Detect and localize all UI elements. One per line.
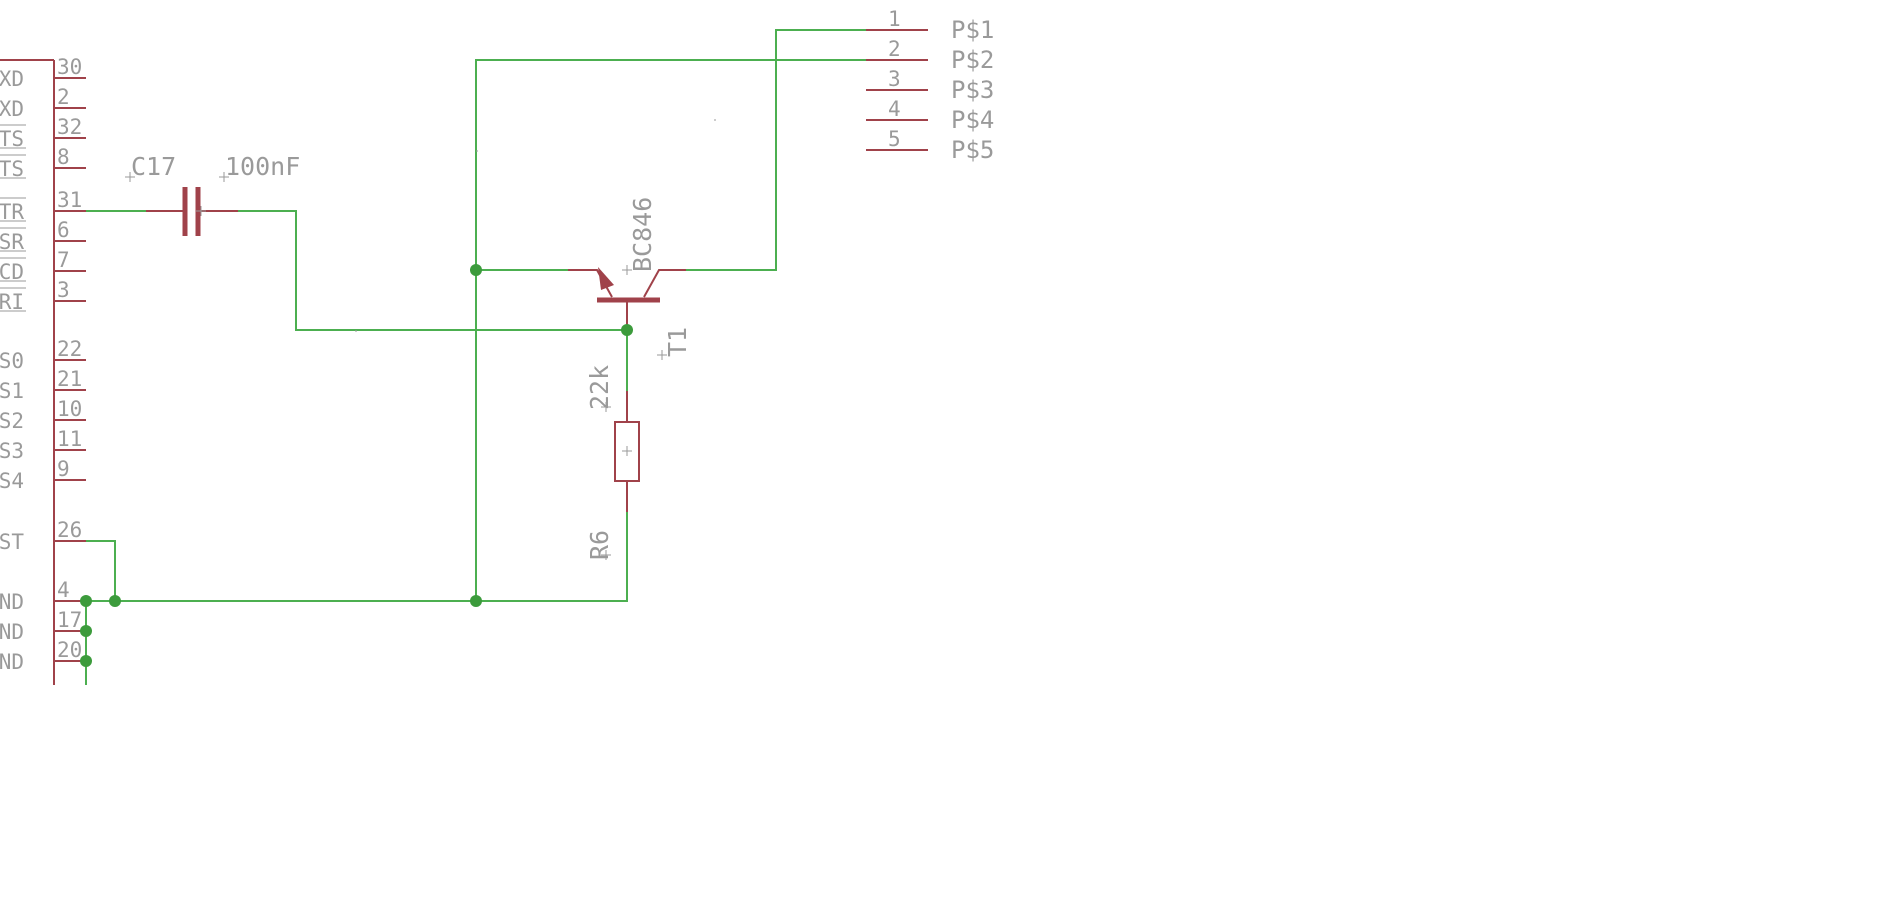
junction-gnd-rail xyxy=(470,595,482,607)
junction-base xyxy=(621,324,633,336)
junction-reset-gnd xyxy=(109,595,121,607)
t1-value-label: BC846 xyxy=(628,197,657,272)
header-pin-name: P$1 xyxy=(951,16,994,44)
ic-pin: 3RI xyxy=(0,278,86,314)
t1-emitter-arrow xyxy=(598,267,614,290)
stray-marks xyxy=(355,119,716,332)
t1-name-label: T1 xyxy=(663,327,692,357)
r6-name-label: R6 xyxy=(585,530,614,560)
header-pin: 5 P$5 xyxy=(866,127,994,164)
ic-pin-name: S4 xyxy=(0,469,24,493)
ic-pin-number: 30 xyxy=(57,55,82,79)
capacitor-c17: C17 100nF xyxy=(125,152,300,236)
header-pin-name: P$2 xyxy=(951,46,994,74)
header-connector: 1 P$1 2 P$2 3 P$3 4 P$4 5 P$5 xyxy=(866,7,994,164)
r6-value-label: 22k xyxy=(585,365,614,410)
wires xyxy=(85,29,866,685)
wire-pin26-to-gnd xyxy=(86,540,116,601)
ic-pin-number: 6 xyxy=(57,218,70,242)
ic-pin-name: TS xyxy=(0,127,24,151)
ic-pin-number: 11 xyxy=(57,427,82,451)
ic-pin-number: 7 xyxy=(57,248,70,272)
junction-emitter-rail xyxy=(470,264,482,276)
ic-pin: 9S4 xyxy=(0,457,86,493)
junction-gnd-pin4 xyxy=(80,595,92,607)
junctions xyxy=(80,264,633,667)
header-pin-number: 2 xyxy=(888,37,901,61)
header-pin: 1 P$1 xyxy=(866,7,994,44)
wire-collector-to-header-p1 xyxy=(686,29,866,271)
ic-pin-number: 21 xyxy=(57,367,82,391)
header-pins: 1 P$1 2 P$2 3 P$3 4 P$4 5 P$5 xyxy=(866,7,994,164)
ic-pin-number: 3 xyxy=(57,278,70,302)
ic-pin: 4ND xyxy=(0,578,86,614)
ic-pin-name: ST xyxy=(0,530,24,554)
ic-pin: 7CD xyxy=(0,248,86,284)
header-pin: 2 P$2 xyxy=(866,37,994,74)
header-pin-name: P$4 xyxy=(951,106,994,134)
ic-pin-name: TS xyxy=(0,157,24,181)
header-pin-name: P$5 xyxy=(951,136,994,164)
ic-symbol: 30XD2XD32TS8TS31TR6SR7CD3RI22S021S110S21… xyxy=(0,55,86,685)
header-pin: 3 P$3 xyxy=(866,67,994,104)
header-pin-number: 1 xyxy=(888,7,901,31)
ic-pin-number: 9 xyxy=(57,457,70,481)
wire-c17-to-base xyxy=(238,210,627,331)
transistor-t1: BC846 T1 xyxy=(568,197,692,360)
ic-pin-number: 26 xyxy=(57,518,82,542)
ic-pin-name: ND xyxy=(0,650,24,674)
ic-pin-name: XD xyxy=(0,97,24,121)
ic-pin-name: S3 xyxy=(0,439,24,463)
ic-pins: 30XD2XD32TS8TS31TR6SR7CD3RI22S021S110S21… xyxy=(0,55,86,674)
header-pin-number: 5 xyxy=(888,127,901,151)
ic-pin-name: XD xyxy=(0,67,24,91)
ic-pin-name: CD xyxy=(0,260,24,284)
ic-pin: 8TS xyxy=(0,145,86,181)
t1-collector-lead xyxy=(643,269,686,298)
ic-pin-number: 2 xyxy=(57,85,70,109)
t1-emitter-lead xyxy=(568,269,613,298)
ic-pin-name: RI xyxy=(0,290,24,314)
ic-pin-number: 10 xyxy=(57,397,82,421)
header-pin-number: 3 xyxy=(888,67,901,91)
wire-r6-to-gnd xyxy=(86,512,628,602)
wire-emitter-to-header-p2 xyxy=(475,59,866,602)
ic-pin-number: 32 xyxy=(57,115,82,139)
header-pin-number: 4 xyxy=(888,97,901,121)
junction-gnd-pin17 xyxy=(80,625,92,637)
junction-gnd-pin20 xyxy=(80,655,92,667)
ic-pin-number: 22 xyxy=(57,337,82,361)
ic-pin-name: S1 xyxy=(0,379,24,403)
ic-pin: 6SR xyxy=(0,218,86,254)
ic-pin-name: S2 xyxy=(0,409,24,433)
ic-pin-number: 8 xyxy=(57,145,70,169)
header-pin: 4 P$4 xyxy=(866,97,994,134)
c17-name-label: C17 xyxy=(131,152,176,181)
ic-pin-name: S0 xyxy=(0,349,24,373)
ic-pin-number: 31 xyxy=(57,188,82,212)
ic-pin-number: 20 xyxy=(57,638,82,662)
ic-pin-name: ND xyxy=(0,620,24,644)
c17-value-label: 100nF xyxy=(225,152,300,181)
ic-pin-number: 4 xyxy=(57,578,70,602)
ic-pin-name: SR xyxy=(0,230,24,254)
header-pin-name: P$3 xyxy=(951,76,994,104)
ic-pin-name: ND xyxy=(0,590,24,614)
ic-pin: 2XD xyxy=(0,85,86,121)
ic-pin-number: 17 xyxy=(57,608,82,632)
ic-pin-name: TR xyxy=(0,200,24,224)
resistor-r6: 22k R6 xyxy=(585,365,640,560)
